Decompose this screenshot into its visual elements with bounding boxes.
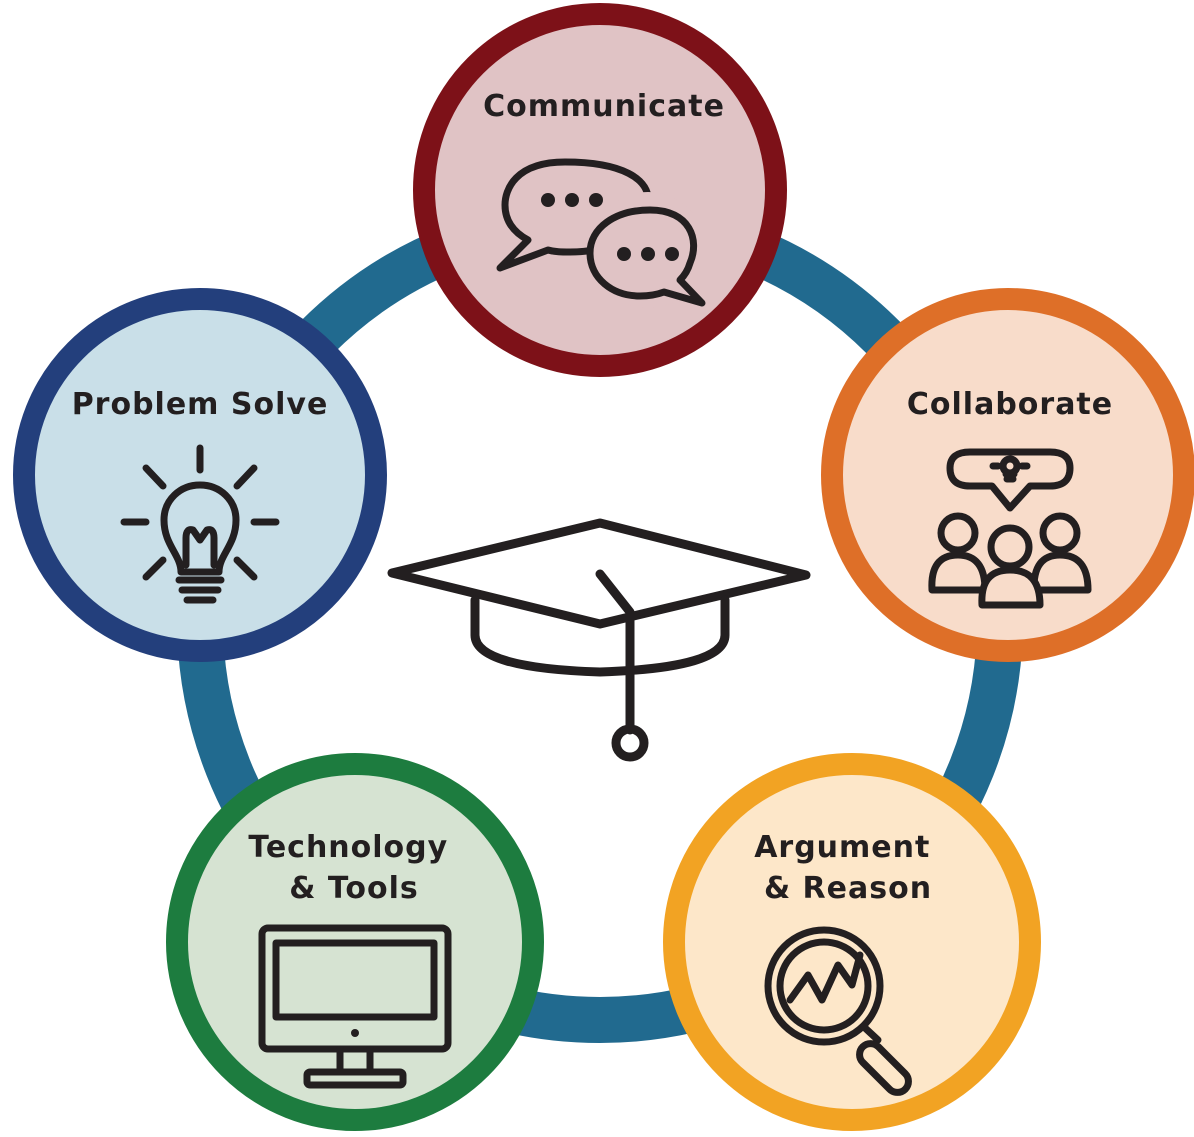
chat-bubbles-icon (496, 158, 706, 308)
node-technology-tools: Technology & Tools (166, 753, 544, 1131)
argument-reason-circle (663, 753, 1041, 1131)
lightbulb-icon (120, 444, 280, 604)
computer-monitor-icon (258, 924, 452, 1089)
magnifier-chart-icon (764, 926, 912, 1096)
communicate-circle (413, 3, 787, 377)
problem-solve-circle (13, 288, 387, 662)
node-problem-solve: Problem Solve (13, 288, 387, 662)
node-argument-reason: Argument & Reason (663, 753, 1041, 1131)
node-communicate: Communicate (413, 3, 787, 377)
team-idea-icon (928, 448, 1092, 609)
problem-solve-label: Problem Solve (72, 387, 329, 422)
collaborate-label: Collaborate (907, 387, 1113, 422)
argument-reason-label: Argument & Reason (754, 830, 942, 906)
node-collaborate: Collaborate (821, 288, 1194, 662)
communicate-label: Communicate (483, 89, 725, 124)
graduation-cap-icon (387, 518, 811, 762)
technology-tools-label: Technology & Tools (248, 830, 459, 906)
